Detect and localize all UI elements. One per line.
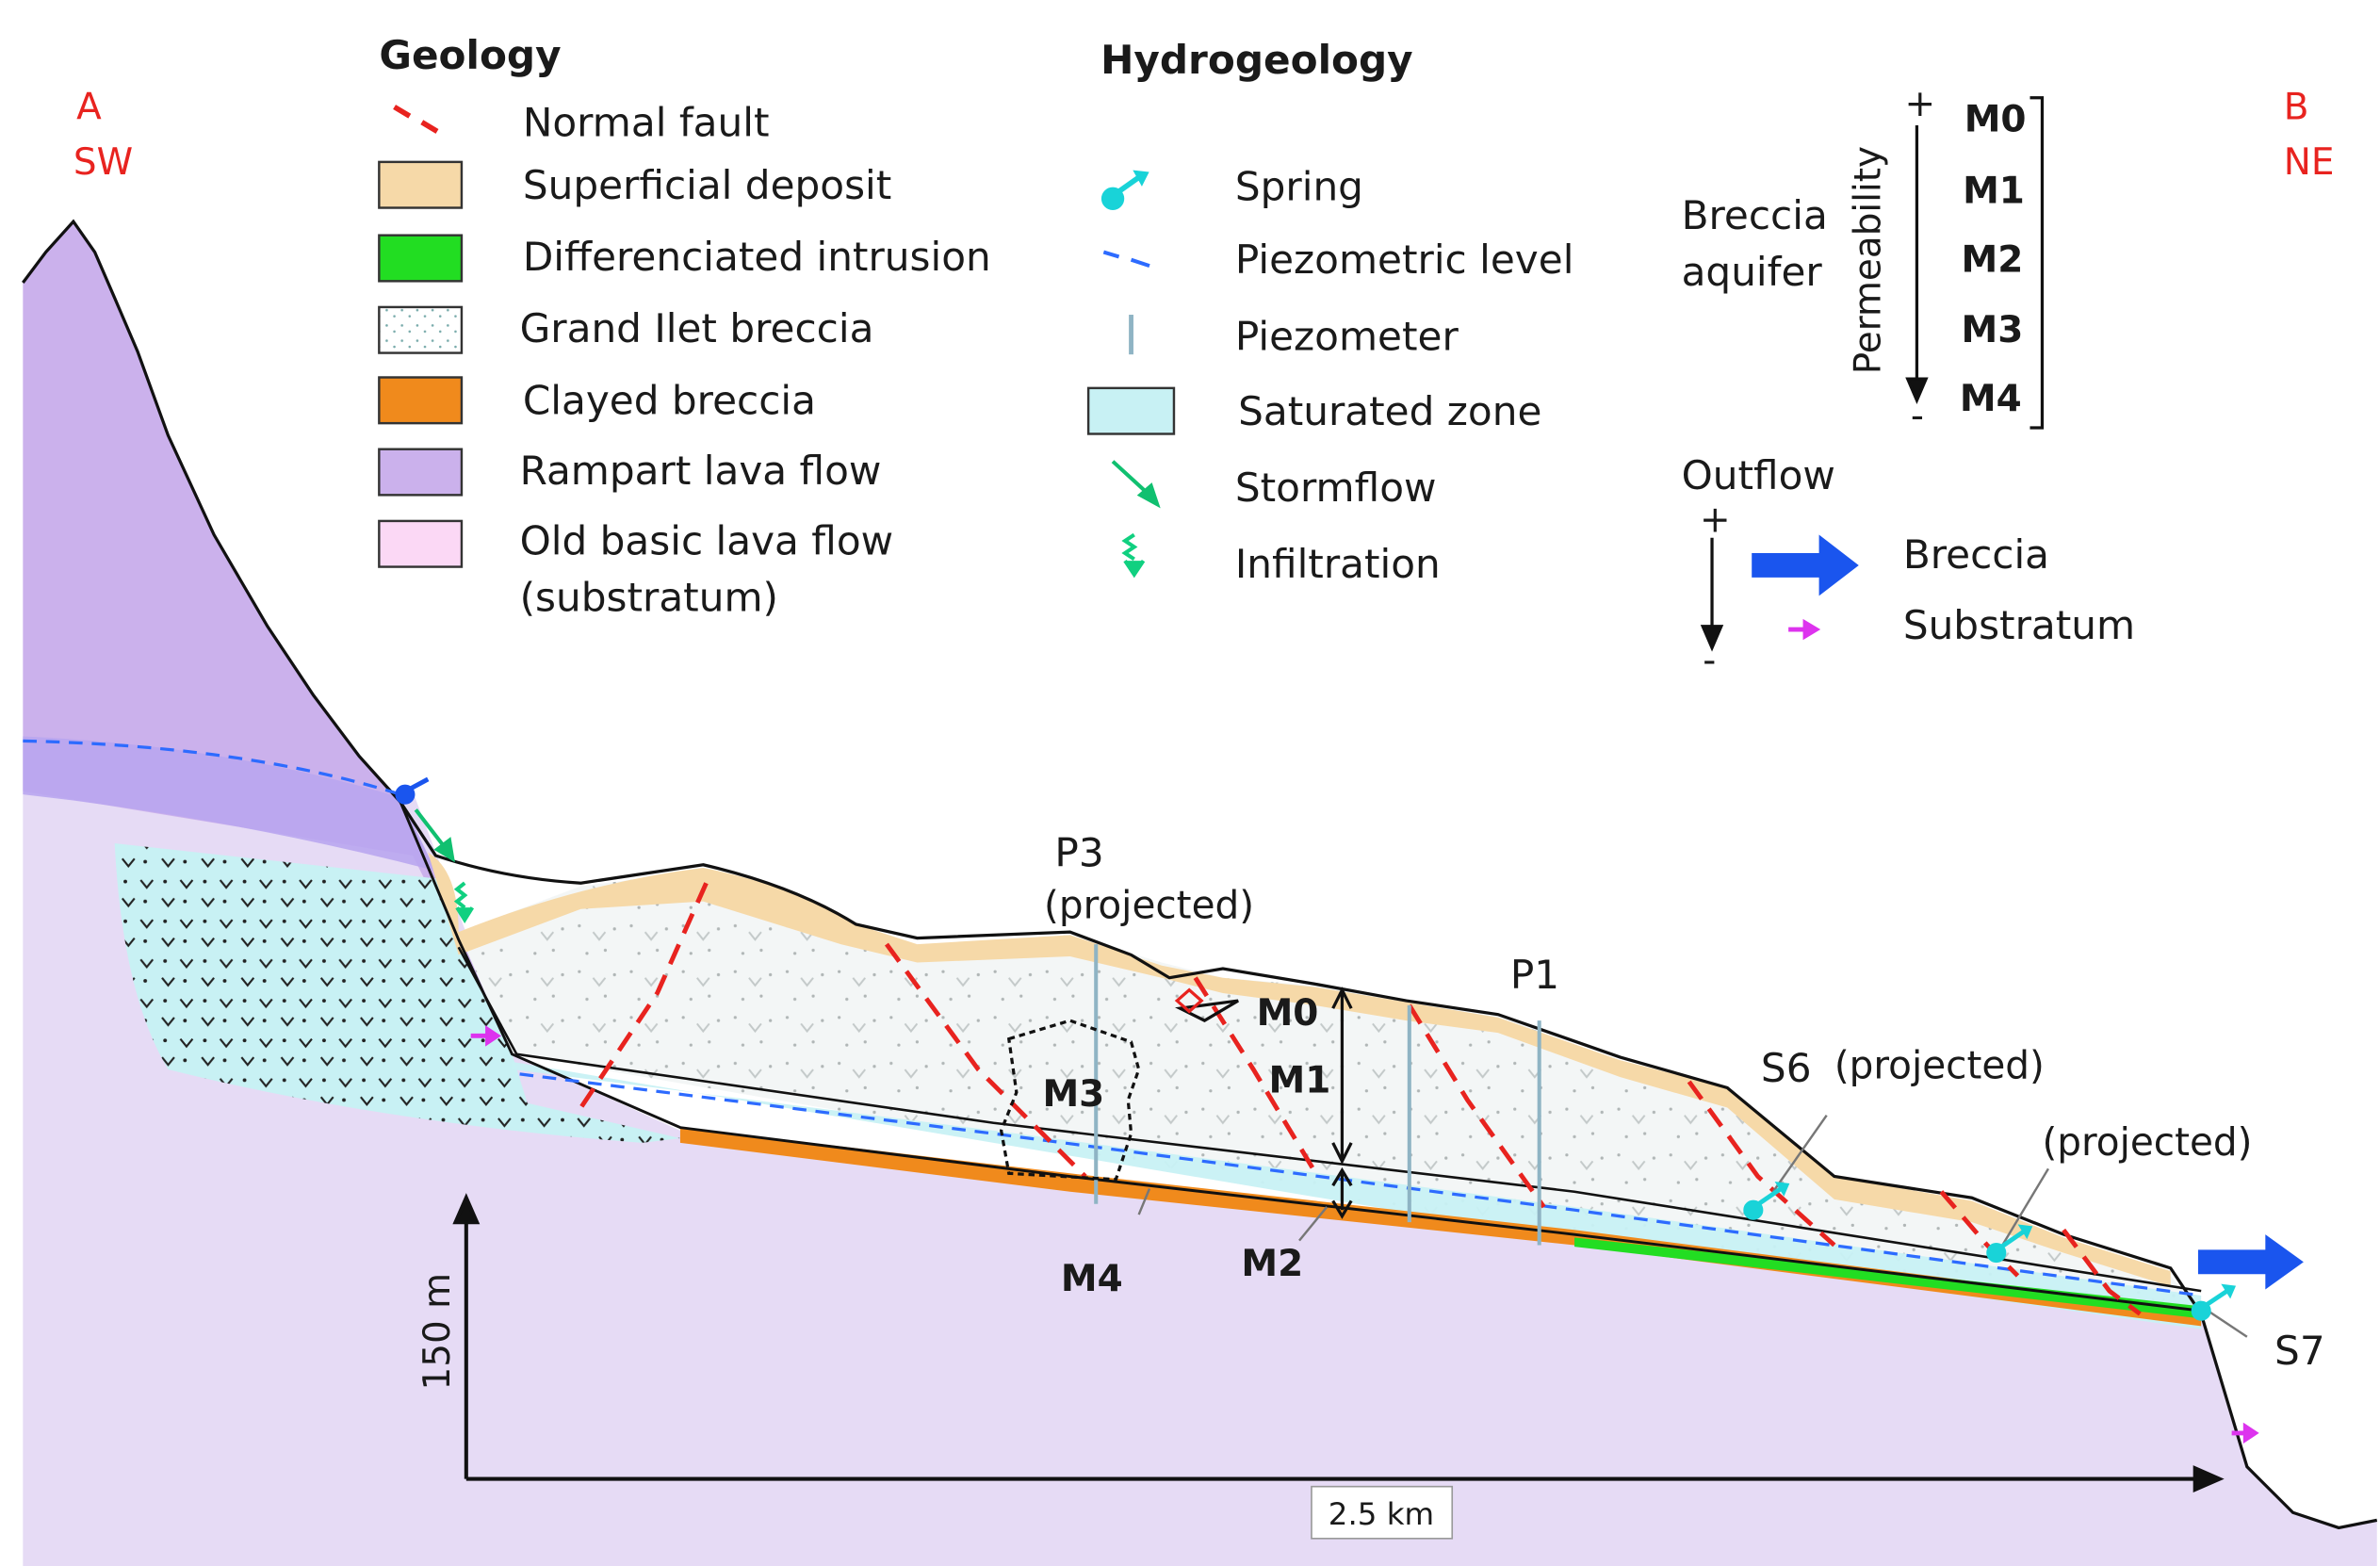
superficial-deposit: [428, 852, 2171, 1287]
stormflow-swatch: [1111, 460, 1161, 509]
aquifer-level-m2: M2: [1961, 239, 2023, 282]
clayed-breccia: [679, 1127, 2202, 1327]
left-breccia-pattern: [114, 843, 680, 1143]
legend-clayed-breccia: Clayed breccia: [523, 377, 816, 423]
legend-infiltration: Infiltration: [1235, 541, 1441, 587]
rampart-lava-flow-swatch: [378, 448, 464, 497]
permeability-axis-label: Permeability: [1847, 146, 1889, 374]
scale-box: [1311, 1485, 1454, 1540]
label-p3-projected: (projected): [1044, 883, 1254, 928]
outflow-breccia-label: Breccia: [1903, 531, 2049, 578]
label-s7: S7: [2274, 1328, 2325, 1374]
permeability-arrow: [1905, 124, 1929, 404]
label-projected: (projected): [2042, 1119, 2252, 1165]
outflow-substratum-swatch: [1788, 618, 1821, 641]
legend-saturated-zone: Saturated zone: [1238, 388, 1541, 434]
aquifer-bracket: [2030, 96, 2045, 430]
topography-outline: [22, 219, 2378, 1530]
saturated-band-rampart: [23, 736, 436, 872]
m2-arrow: [1331, 1166, 1353, 1219]
outflow-minus: -: [1703, 639, 1716, 681]
clayed-breccia-swatch: [378, 376, 464, 425]
endpoint-a-letter: A: [76, 86, 102, 128]
saturated-zone-swatch: [1086, 386, 1176, 435]
label-m3: M3: [1042, 1073, 1104, 1116]
breccia-outflow-arrow: [2197, 1234, 2304, 1290]
aquifer-level-m4: M4: [1960, 378, 2022, 420]
hydrogeology-heading: Hydrogeology: [1100, 37, 1413, 83]
scale-vertical-label: 150 m: [416, 1273, 459, 1390]
normal-faults: [579, 882, 2142, 1316]
differenciated-intrusion: [1574, 1237, 2202, 1319]
legend-old-basic-lava-flow: Old basic lava flow: [520, 518, 894, 564]
legend-piezometric-level: Piezometric level: [1235, 237, 1574, 283]
legend-piezometer: Piezometer: [1235, 313, 1459, 359]
m0-small-hex: [1174, 987, 1204, 1014]
legend-old-basic-lava-flow-sub: (substratum): [520, 575, 778, 621]
endpoint-b-letter: B: [2284, 86, 2309, 128]
outflow-arrow: [1700, 537, 1724, 652]
superficial-deposit-swatch: [378, 160, 464, 209]
substratum-arrows: [470, 1025, 2259, 1444]
legend-normal-fault: Normal fault: [523, 99, 770, 145]
label-s6-projected: (projected): [1834, 1043, 2045, 1088]
label-p3: P3: [1054, 829, 1103, 875]
piezometric-level-swatch: [1102, 250, 1150, 269]
m3-zone: [999, 1019, 1141, 1182]
normal-fault-swatch: [393, 105, 439, 134]
legend-stormflow: Stormflow: [1235, 465, 1437, 511]
superficial-base-outline: [457, 946, 2202, 1293]
scale-axes: [452, 1193, 2225, 1493]
breccia-aquifer-label-1: Breccia: [1682, 192, 1828, 238]
infiltration-arrow: [453, 881, 475, 923]
spring-swatch: [1100, 170, 1149, 210]
breccia-aquifer-label-2: aquifer: [1682, 249, 1823, 295]
outflow-breccia-swatch: [1752, 534, 1859, 596]
label-m0: M0: [1257, 992, 1319, 1035]
endpoint-b-direction: NE: [2284, 141, 2335, 184]
piezometric-level-line: [23, 739, 2202, 1297]
endpoint-a-direction: SW: [73, 141, 133, 184]
outflow-title: Outflow: [1682, 452, 1835, 498]
infiltration-swatch: [1121, 532, 1146, 579]
legend-grand-ilet-breccia: Grand Ilet breccia: [520, 305, 874, 351]
label-m2: M2: [1241, 1243, 1303, 1285]
legend-differenciated-intrusion: Differenciated intrusion: [523, 234, 991, 280]
permeability-plus: +: [1904, 83, 1935, 125]
piezometers: [1094, 944, 1541, 1246]
label-p1: P1: [1510, 952, 1559, 998]
geology-heading: Geology: [379, 32, 561, 78]
permeability-minus: -: [1911, 395, 1924, 437]
aquifer-level-m1: M1: [1963, 171, 2025, 213]
legend-spring: Spring: [1235, 163, 1363, 209]
m0-marker: [1174, 999, 1239, 1022]
spring-icons: [1743, 1181, 2237, 1321]
differenciated-intrusion-swatch: [378, 234, 464, 283]
aquifer-level-m3: M3: [1961, 309, 2023, 351]
label-m1: M1: [1269, 1059, 1331, 1101]
legend-superficial-deposit: Superficial deposit: [523, 162, 891, 208]
legend-rampart-lava-flow: Rampart lava flow: [520, 448, 882, 494]
outflow-substratum-label: Substratum: [1903, 602, 2135, 648]
old-basic-lava-flow-swatch: [378, 519, 464, 568]
outflow-plus: +: [1700, 498, 1731, 541]
grand-ilet-breccia-swatch: [378, 305, 464, 354]
substratum-region: [23, 791, 2377, 1566]
stormflow-arrow: [414, 808, 455, 863]
label-m4: M4: [1061, 1258, 1123, 1300]
breccia-base-outline: [399, 801, 2202, 1313]
rampart-spring-icon: [395, 776, 430, 805]
aquifer-level-m0: M0: [1964, 98, 2027, 140]
m1-arrow: [1331, 987, 1353, 1165]
label-s6: S6: [1761, 1045, 1812, 1091]
grand-ilet-breccia-pattern: [458, 871, 2202, 1314]
scale-horizontal-label: 2.5 km: [1329, 1496, 1434, 1532]
